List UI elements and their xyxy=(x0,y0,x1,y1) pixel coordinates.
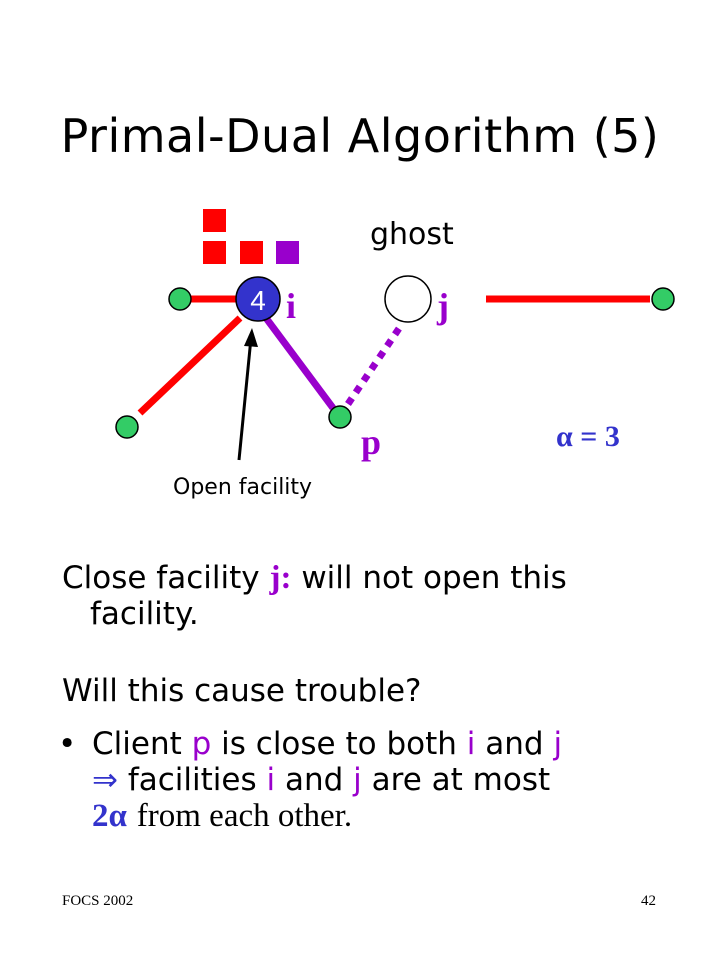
bullet-close-text: is close to both xyxy=(221,726,457,762)
label-j: j xyxy=(436,286,449,326)
edge-p-to-j-dotted xyxy=(345,322,405,406)
bullet-word-client: Client xyxy=(92,726,182,762)
red-square-bottom-mid xyxy=(240,241,263,264)
bullet-i: i xyxy=(466,726,476,762)
trouble-question: Will this cause trouble? xyxy=(62,673,422,709)
facility-i-count: 4 xyxy=(250,285,266,316)
bullet-i-second: i xyxy=(266,762,276,798)
alpha-value: α = 3 xyxy=(556,420,620,453)
implies-symbol: ⇒ xyxy=(92,762,118,798)
label-i: i xyxy=(286,286,296,326)
client-node-p xyxy=(328,405,352,429)
purple-square xyxy=(276,241,299,264)
bullet-dot: • xyxy=(58,726,77,762)
close-facility-text-b: will not open this xyxy=(301,560,567,596)
bullet-two-alpha: 2α xyxy=(92,798,127,834)
footer-conference: FOCS 2002 xyxy=(62,893,134,909)
client-node-bottom-left xyxy=(115,415,139,439)
bullet-j: j xyxy=(553,726,563,762)
slide-title: Primal-Dual Algorithm (5) xyxy=(60,109,660,163)
open-facility-arrow-line xyxy=(237,337,253,461)
bullet-j-second: j xyxy=(353,762,362,798)
client-bullet-text: Client p is close to both i and j ⇒ faci… xyxy=(92,726,692,834)
label-p: p xyxy=(361,422,381,462)
ghost-label: ghost xyxy=(370,217,454,252)
close-facility-text-a: Close facility xyxy=(62,560,260,596)
bullet-at-most: are at most xyxy=(371,762,551,798)
bullet-and: and xyxy=(485,726,544,762)
edge-p-to-i xyxy=(263,315,336,411)
open-facility-arrowhead xyxy=(244,328,258,347)
close-facility-paragraph: Close facility j: will not open this fac… xyxy=(62,560,682,632)
bullet-from-each-other: from each other. xyxy=(136,798,353,834)
red-square-top xyxy=(203,209,226,232)
client-node-left xyxy=(168,287,192,311)
client-node-right xyxy=(651,287,675,311)
footer-slide-number: 42 xyxy=(641,893,656,909)
red-square-bottom-left xyxy=(203,241,226,264)
facility-i-node xyxy=(235,276,281,322)
bullet-facilities: facilities xyxy=(127,762,257,798)
bullet-p: p xyxy=(191,726,212,762)
close-facility-text-c: facility. xyxy=(90,596,199,632)
edge-bottom-client-to-i xyxy=(137,315,243,416)
bullet-and-second: and xyxy=(284,762,344,798)
open-facility-label: Open facility xyxy=(173,475,312,500)
facility-j-ghost-node xyxy=(384,275,432,323)
close-facility-j: j: xyxy=(269,560,292,596)
